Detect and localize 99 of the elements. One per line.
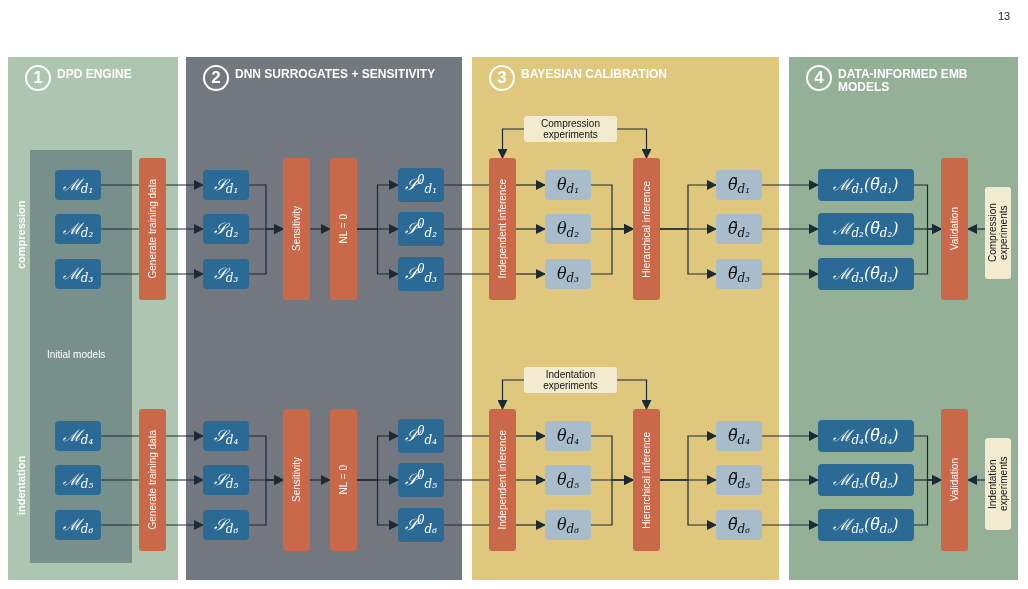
arrow: [761, 269, 819, 279]
model-box: ℳ$_{d₄}$(θ̃$_{d₄}$): [818, 420, 914, 452]
arrow: [248, 475, 284, 526]
model-box: 𝒮$_{d₃}$: [203, 259, 249, 289]
model-box: ℳ$_{d₁}$: [55, 170, 101, 200]
model-box: 𝒮$_{d₁}$: [203, 170, 249, 200]
arrow: [497, 379, 525, 410]
parameter-box: θ̃$_{d₂}$: [716, 214, 762, 244]
parameter-box: θ$_{d₅}$: [545, 465, 591, 495]
arrow: [165, 520, 204, 530]
arrow: [515, 224, 546, 234]
process-bar: Generate training data: [139, 158, 166, 300]
arrow: [761, 475, 819, 485]
model-box: ℳ$_{d₂}$: [55, 214, 101, 244]
arrow: [913, 224, 942, 275]
arrow: [590, 224, 634, 275]
panel-title: DNN SURROGATES + SENSITIVITY: [235, 68, 436, 81]
model-box: ℳ$_{d₂}$(θ̃$_{d₂}$): [818, 213, 914, 245]
arrow: [165, 475, 204, 485]
arrow: [967, 475, 986, 485]
model-box: ℳ$_{d₁}$(θ̃$_{d₁}$): [818, 169, 914, 201]
arrow: [309, 475, 331, 485]
arrow: [590, 475, 634, 526]
stage-panel: [472, 57, 779, 580]
arrow: [761, 180, 819, 190]
row-label: compression: [14, 199, 28, 272]
panel-title: BAYESIAN CALIBRATION: [521, 68, 667, 81]
process-bar: Independent inference: [489, 158, 516, 300]
stage-panel: [789, 57, 1018, 580]
group-label: Initial models: [47, 348, 106, 362]
process-bar: Validation: [941, 158, 968, 300]
parameter-box: θ̃$_{d₆}$: [716, 510, 762, 540]
arrow: [515, 520, 546, 530]
model-box: 𝒮$_{d₄}$: [203, 421, 249, 451]
process-bar: NL = 0: [330, 158, 357, 300]
parameter-box: θ̃$_{d₁}$: [716, 170, 762, 200]
model-box: ℳ$_{d₄}$: [55, 421, 101, 451]
process-bar: Validation: [941, 409, 968, 551]
process-bar: Independent inference: [489, 409, 516, 551]
row-label: indentation: [14, 454, 28, 517]
arrow: [761, 224, 819, 234]
step-number: 3: [489, 65, 515, 91]
process-bar: Hierarchical inference: [633, 409, 660, 551]
process-bar: Sensitivity: [283, 409, 310, 551]
process-bar: Generate training data: [139, 409, 166, 551]
parameter-box: θ$_{d₆}$: [545, 510, 591, 540]
step-number: 4: [806, 65, 832, 91]
model-box: ℳ$_{d₆}$: [55, 510, 101, 540]
model-box: ℳ$_{d₃}$(θ̃$_{d₃}$): [818, 258, 914, 290]
parameter-box: θ$_{d₁}$: [545, 170, 591, 200]
parameter-box: θ$_{d₂}$: [545, 214, 591, 244]
arrow: [497, 128, 525, 159]
panel-title: DATA-INFORMED EMB MODELS: [838, 68, 969, 94]
stage-panel: [186, 57, 462, 580]
panel-title: DPD ENGINE: [57, 68, 132, 81]
parameter-box: θ̃$_{d₃}$: [716, 259, 762, 289]
arrow: [515, 431, 546, 441]
model-box: ℳ$_{d₃}$: [55, 259, 101, 289]
arrow: [165, 431, 204, 441]
experiment-box: Compression experiments: [524, 116, 617, 142]
arrow: [967, 224, 986, 234]
arrow: [761, 520, 819, 530]
process-bar: Hierarchical inference: [633, 158, 660, 300]
arrow: [165, 180, 204, 190]
parameter-box: θ$_{d₃}$: [545, 259, 591, 289]
experiment-box: Indentation experiments: [985, 438, 1011, 530]
model-box: 𝒮$_{d₅}$: [203, 465, 249, 495]
arrow: [913, 475, 942, 526]
step-number: 2: [203, 65, 229, 91]
arrow: [248, 224, 284, 275]
arrow: [616, 379, 652, 410]
arrow: [761, 431, 819, 441]
process-bar: Sensitivity: [283, 158, 310, 300]
arrow: [515, 180, 546, 190]
arrow: [309, 224, 331, 234]
arrow: [515, 269, 546, 279]
parameter-box: θ̃$_{d₄}$: [716, 421, 762, 451]
stage-panel: [8, 57, 178, 580]
arrow: [515, 475, 546, 485]
model-box: ℳ$_{d₆}$(θ̃$_{d₆}$): [818, 509, 914, 541]
model-box: ℳ$_{d₅}$(θ̃$_{d₅}$): [818, 464, 914, 496]
model-box: 𝒮$_{d₂}$: [203, 214, 249, 244]
arrow: [356, 228, 399, 279]
model-box: 𝒮$_{d₆}$: [203, 510, 249, 540]
page-number: 13: [998, 9, 1011, 24]
step-number: 1: [25, 65, 51, 91]
process-bar: NL = 0: [330, 409, 357, 551]
arrow: [659, 228, 717, 279]
arrow: [659, 479, 717, 530]
arrow: [165, 269, 204, 279]
parameter-box: θ$_{d₄}$: [545, 421, 591, 451]
model-box: ℳ$_{d₅}$: [55, 465, 101, 495]
arrow: [356, 479, 399, 530]
parameter-box: θ̃$_{d₅}$: [716, 465, 762, 495]
group-box: [30, 150, 132, 563]
experiment-box: Compression experiments: [985, 187, 1011, 279]
arrow: [616, 128, 652, 159]
experiment-box: Indentation experiments: [524, 367, 617, 393]
arrow: [165, 224, 204, 234]
